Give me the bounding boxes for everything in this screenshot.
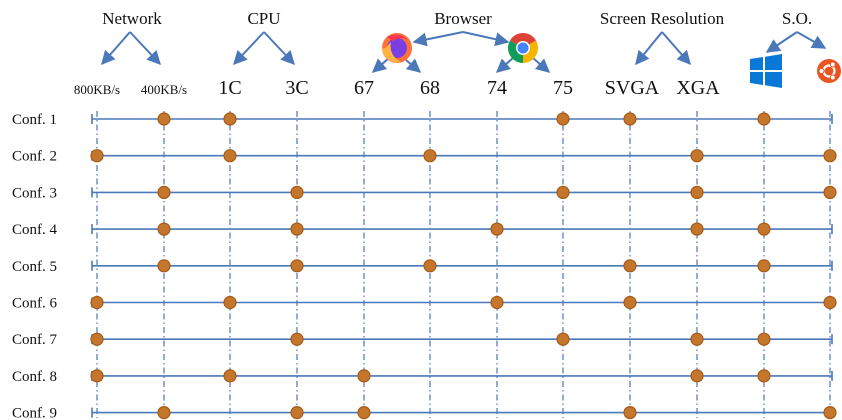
configuration-label: Conf. 7 [12,332,58,348]
selection-dot [223,149,237,163]
firefox-icon [382,33,412,63]
arrow-os-windows [765,31,798,53]
chrome-icon [507,32,539,64]
configuration-label: Conf. 2 [12,149,57,165]
screen-resolution-header: Screen Resolution [600,9,725,28]
selection-dot [357,369,371,383]
selection-dot [757,112,771,126]
selection-dot [223,295,237,310]
selection-dot [823,295,837,310]
network-header: Network [102,9,162,28]
browser-value-68: 68 [420,77,440,99]
os-header: S.O. [782,9,812,28]
cpu-value-3c: 3C [285,77,308,99]
selection-dot [757,222,771,236]
browser-header: Browser [434,9,492,28]
cpu-value-1c: 1C [218,77,241,99]
selection-dot [490,295,504,310]
selection-dot [823,406,837,420]
selection-dot [157,185,171,199]
arrow-browser-firefox [412,31,464,47]
selection-dot [290,185,304,199]
configuration-label: Conf. 5 [12,259,57,275]
selection-dot [757,332,771,346]
selection-dot [623,259,637,273]
selection-dot [423,259,437,273]
arrow-chrome-74 [495,57,514,73]
selection-dot [690,222,704,236]
selection-dot [90,149,104,163]
selection-dot [690,185,704,199]
selection-dot [290,259,304,273]
configuration-label: Conf. 6 [12,296,58,312]
ubuntu-icon [817,59,841,83]
selection-dot [823,185,837,199]
arrow-os-ubuntu [796,31,827,49]
configuration-label: Conf. 9 [12,406,57,420]
selection-dot [690,369,704,383]
selection-dot [157,259,171,273]
header-arrows [101,31,827,73]
selection-dot [90,295,104,310]
arrow-cpu-left [233,31,265,66]
cpu-header: CPU [247,9,280,28]
network-value-800: 800KB/s [74,82,120,97]
selection-dot [290,406,304,420]
selection-dot [90,332,104,346]
arrow-resolution-right [661,31,691,66]
selection-dot [556,185,570,199]
selection-dot [757,369,771,383]
selection-dot [357,406,371,420]
configuration-label: Conf. 1 [12,112,57,128]
selection-dot [90,369,104,383]
arrow-network-left [101,31,131,66]
selection-dot [223,369,237,383]
resolution-value-svga: SVGA [605,77,660,99]
selection-dot [157,406,171,420]
selection-dot [556,112,570,126]
arrow-cpu-right [263,31,295,66]
arrow-chrome-75 [532,57,551,73]
arrow-firefox-68 [405,58,422,73]
selection-dot [690,149,704,163]
browser-value-74: 74 [487,77,507,99]
selection-dot [423,149,437,163]
selection-dot [556,332,570,346]
configuration-grid: Conf. 1 Conf. 2 Conf. 3 Conf. 4 Conf. 5 Conf.… [12,111,837,420]
selection-dot [290,332,304,346]
selection-dot [623,112,637,126]
arrow-firefox-67 [371,57,390,73]
selection-dot [223,112,237,126]
selection-dot [157,222,171,236]
selection-dot [690,332,704,346]
windows-icon [750,54,782,88]
browser-value-75: 75 [553,77,573,99]
browser-value-67: 67 [354,77,374,99]
arrow-network-right [129,31,161,66]
selection-dot [757,259,771,273]
configuration-label: Conf. 8 [12,369,57,385]
selection-dot [157,112,171,126]
selection-dot [623,295,637,310]
selection-dot [623,406,637,420]
selection-dot [823,149,837,163]
configuration-label: Conf. 4 [12,222,58,238]
configuration-label: Conf. 3 [12,185,57,201]
resolution-value-xga: XGA [676,77,720,99]
arrow-browser-chrome [462,31,510,47]
arrow-resolution-left [635,31,663,66]
selection-dot [490,222,504,236]
selection-dot [290,222,304,236]
network-value-400: 400KB/s [141,82,187,97]
